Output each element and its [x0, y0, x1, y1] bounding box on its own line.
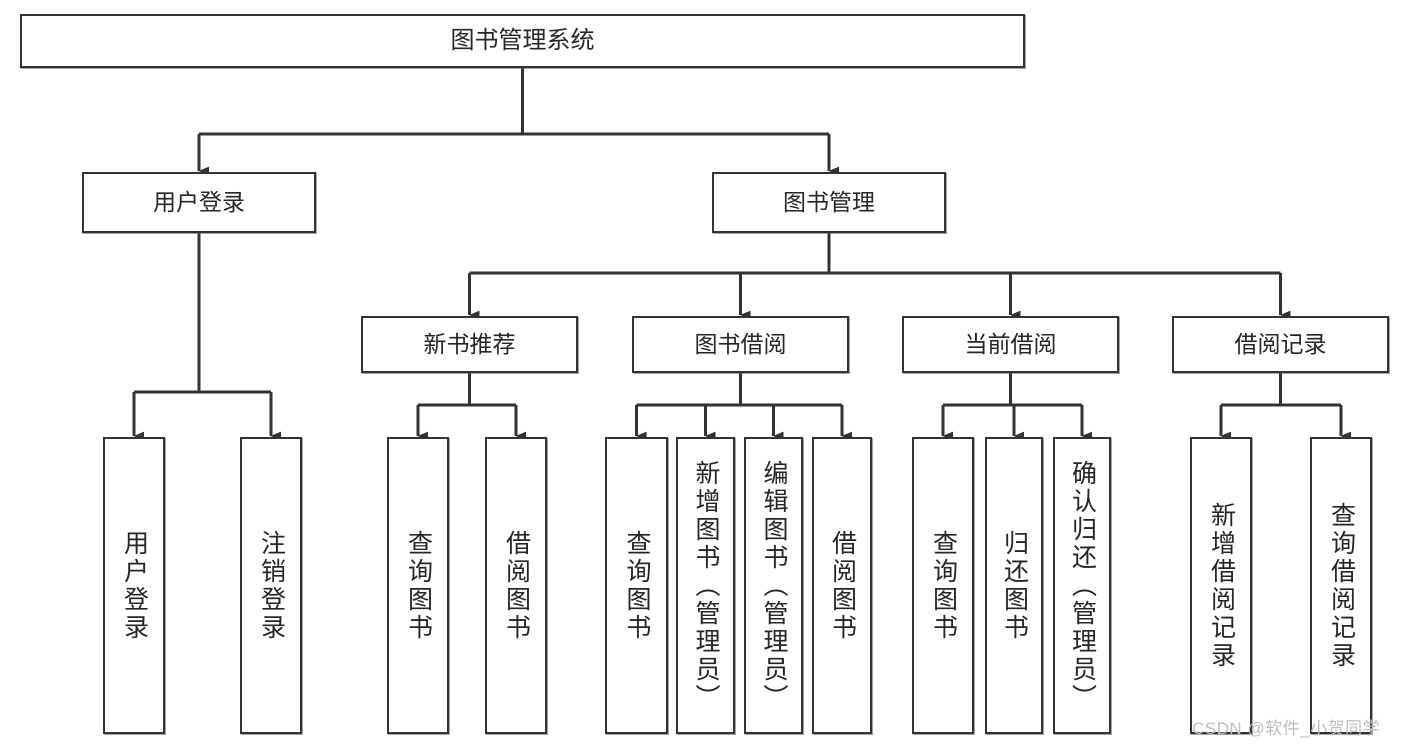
node-borrow-record[interactable]: 借阅记录 [1172, 316, 1389, 373]
node-book-borrow[interactable]: 图书借阅 [632, 316, 849, 373]
node-label-user-logout-action: 注销登录 [257, 529, 286, 642]
node-query-book-borrow[interactable]: 查询图书 [605, 437, 668, 734]
node-root[interactable]: 图书管理系统 [20, 14, 1025, 68]
node-label-confirm-return-admin: 确认归还（管理员） [1068, 459, 1097, 712]
node-label-current-borrow: 当前借阅 [964, 331, 1057, 358]
node-label-book-borrow: 图书借阅 [694, 331, 787, 358]
node-add-book-admin[interactable]: 新增图书（管理员） [676, 437, 735, 734]
node-label-query-book-recommend: 查询图书 [404, 529, 433, 642]
node-return-book[interactable]: 归还图书 [985, 437, 1043, 734]
node-label-query-book-borrow: 查询图书 [623, 529, 651, 642]
node-label-new-book-recommend: 新书推荐 [423, 331, 516, 358]
node-label-user-login-action: 用户登录 [120, 529, 149, 642]
node-label-add-book-admin: 新增图书（管理员） [692, 459, 720, 712]
node-user-login[interactable]: 用户登录 [82, 172, 316, 233]
node-user-login-action[interactable]: 用户登录 [103, 437, 165, 734]
node-current-borrow[interactable]: 当前借阅 [902, 316, 1119, 373]
node-label-query-book-current: 查询图书 [929, 529, 958, 642]
node-label-borrow-record: 借阅记录 [1234, 331, 1327, 358]
node-confirm-return-admin[interactable]: 确认归还（管理员） [1053, 437, 1111, 734]
node-query-borrow-record[interactable]: 查询借阅记录 [1310, 437, 1372, 734]
node-label-user-login: 用户登录 [153, 189, 245, 216]
node-label-borrow-book-recommend: 借阅图书 [502, 529, 531, 642]
node-label-return-book: 归还图书 [1000, 529, 1029, 642]
node-add-borrow-record[interactable]: 新增借阅记录 [1190, 437, 1252, 734]
node-label-edit-book-admin: 编辑图书（管理员） [760, 459, 788, 712]
node-label-borrow-book-borrow: 借阅图书 [828, 529, 857, 642]
node-edit-book-admin[interactable]: 编辑图书（管理员） [744, 437, 803, 734]
node-query-book-recommend[interactable]: 查询图书 [387, 437, 449, 734]
node-borrow-book-borrow[interactable]: 借阅图书 [812, 437, 872, 734]
node-label-book-manage: 图书管理 [783, 189, 875, 216]
node-label-root: 图书管理系统 [450, 27, 595, 55]
node-book-manage[interactable]: 图书管理 [712, 172, 946, 233]
node-user-logout-action[interactable]: 注销登录 [240, 437, 302, 734]
node-label-query-borrow-record: 查询借阅记录 [1327, 501, 1356, 670]
csdn-watermark: CSDN @软件_小贺同学 [1192, 719, 1381, 738]
node-label-add-borrow-record: 新增借阅记录 [1207, 501, 1236, 670]
node-borrow-book-recommend[interactable]: 借阅图书 [485, 437, 547, 734]
node-new-book-recommend[interactable]: 新书推荐 [361, 316, 578, 373]
node-query-book-current[interactable]: 查询图书 [912, 437, 974, 734]
